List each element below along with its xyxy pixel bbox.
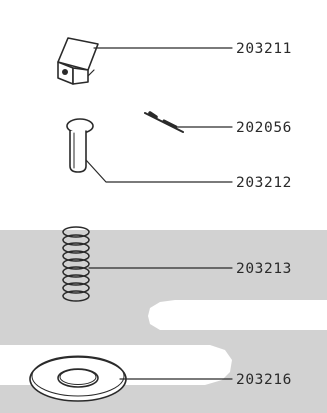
part-number-203213: 203213 <box>236 261 292 277</box>
block-part <box>57 37 99 85</box>
part-number-203212: 203212 <box>236 175 292 191</box>
plunger-part <box>66 118 94 173</box>
part-number-203211: 203211 <box>236 41 292 57</box>
leader-line-203212 <box>85 159 233 183</box>
spring-part <box>62 226 90 302</box>
part-number-202056: 202056 <box>236 120 292 136</box>
part-number-203216: 203216 <box>236 372 292 388</box>
pin-part <box>144 111 184 133</box>
washer-part <box>29 355 127 402</box>
